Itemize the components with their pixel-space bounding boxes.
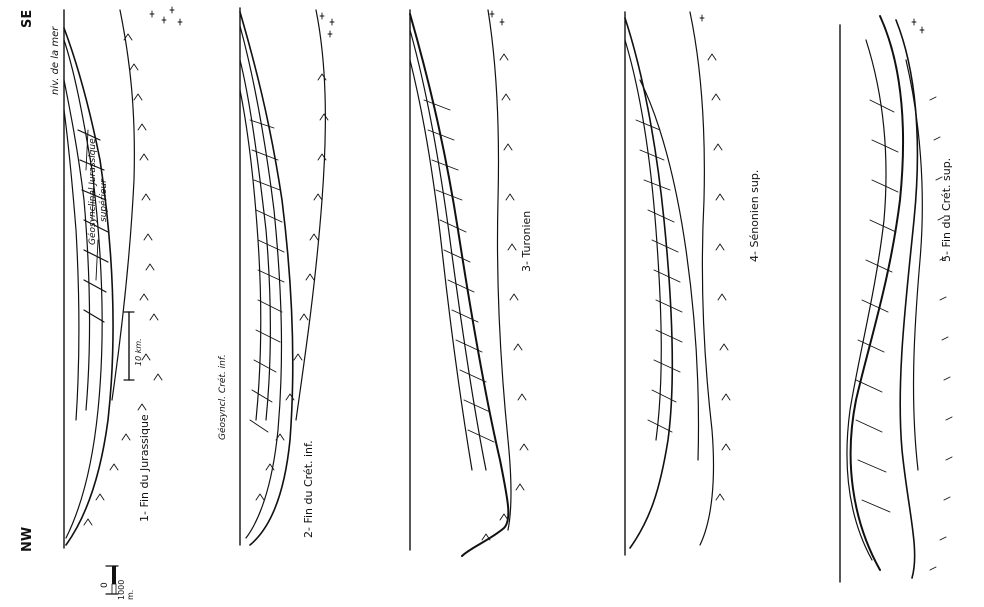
- section-2-drawing: [240, 8, 334, 545]
- section-4-drawing: [625, 12, 730, 555]
- section-1-caption: 1- Fin du Jurassique: [138, 414, 151, 522]
- section-2-caption: 2- Fin du Crét. inf.: [302, 440, 315, 538]
- vertical-scale-unit: m.: [126, 590, 135, 600]
- horizontal-scale-label: 10 km.: [134, 338, 143, 366]
- vertical-scale-top: 1000: [117, 580, 126, 600]
- horizontal-scale-bar: [124, 312, 134, 380]
- section-3-caption: 3- Turonien: [520, 211, 533, 272]
- section-5-caption: 5- Fin du Crét. sup.: [940, 158, 953, 262]
- section-1-drawing: [64, 7, 182, 548]
- vertical-scale-zero: 0: [100, 582, 110, 588]
- orientation-se-label: SE: [20, 10, 35, 28]
- section-5-drawing: [840, 16, 952, 582]
- geosyncline-cretaceous-label: Géosyncl. Crét. inf.: [218, 354, 228, 440]
- section-3-drawing: [410, 10, 528, 556]
- geosyncline-jurassic-label: Géosynclinal Jurassique: [88, 138, 98, 245]
- orientation-nw-label: NW: [20, 527, 35, 552]
- geosyncline-jurassic-label-2: supérieur: [99, 179, 109, 222]
- sea-level-label: niv. de la mer: [50, 27, 61, 95]
- section-4-caption: 4- Sénonien sup.: [748, 170, 761, 262]
